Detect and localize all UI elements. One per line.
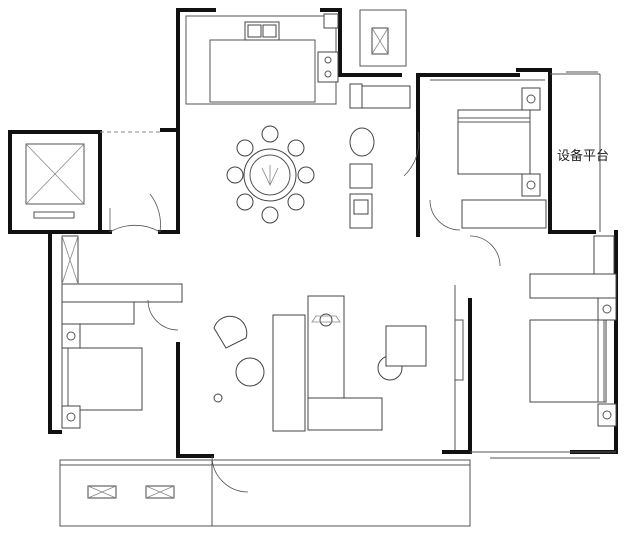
bedroom-right	[529, 235, 617, 427]
balcony-items	[87, 27, 389, 499]
bathroom-fixtures	[349, 83, 411, 229]
bedroom-left	[61, 235, 183, 429]
doors	[109, 131, 501, 493]
kitchen-fixtures	[244, 13, 339, 83]
equipment-platform-label: 设备平台	[557, 148, 609, 164]
living-room	[213, 295, 427, 432]
dining-table	[226, 125, 315, 224]
bedroom-top-right	[457, 87, 547, 229]
elevator	[25, 143, 85, 219]
secondary-lines	[59, 9, 616, 527]
